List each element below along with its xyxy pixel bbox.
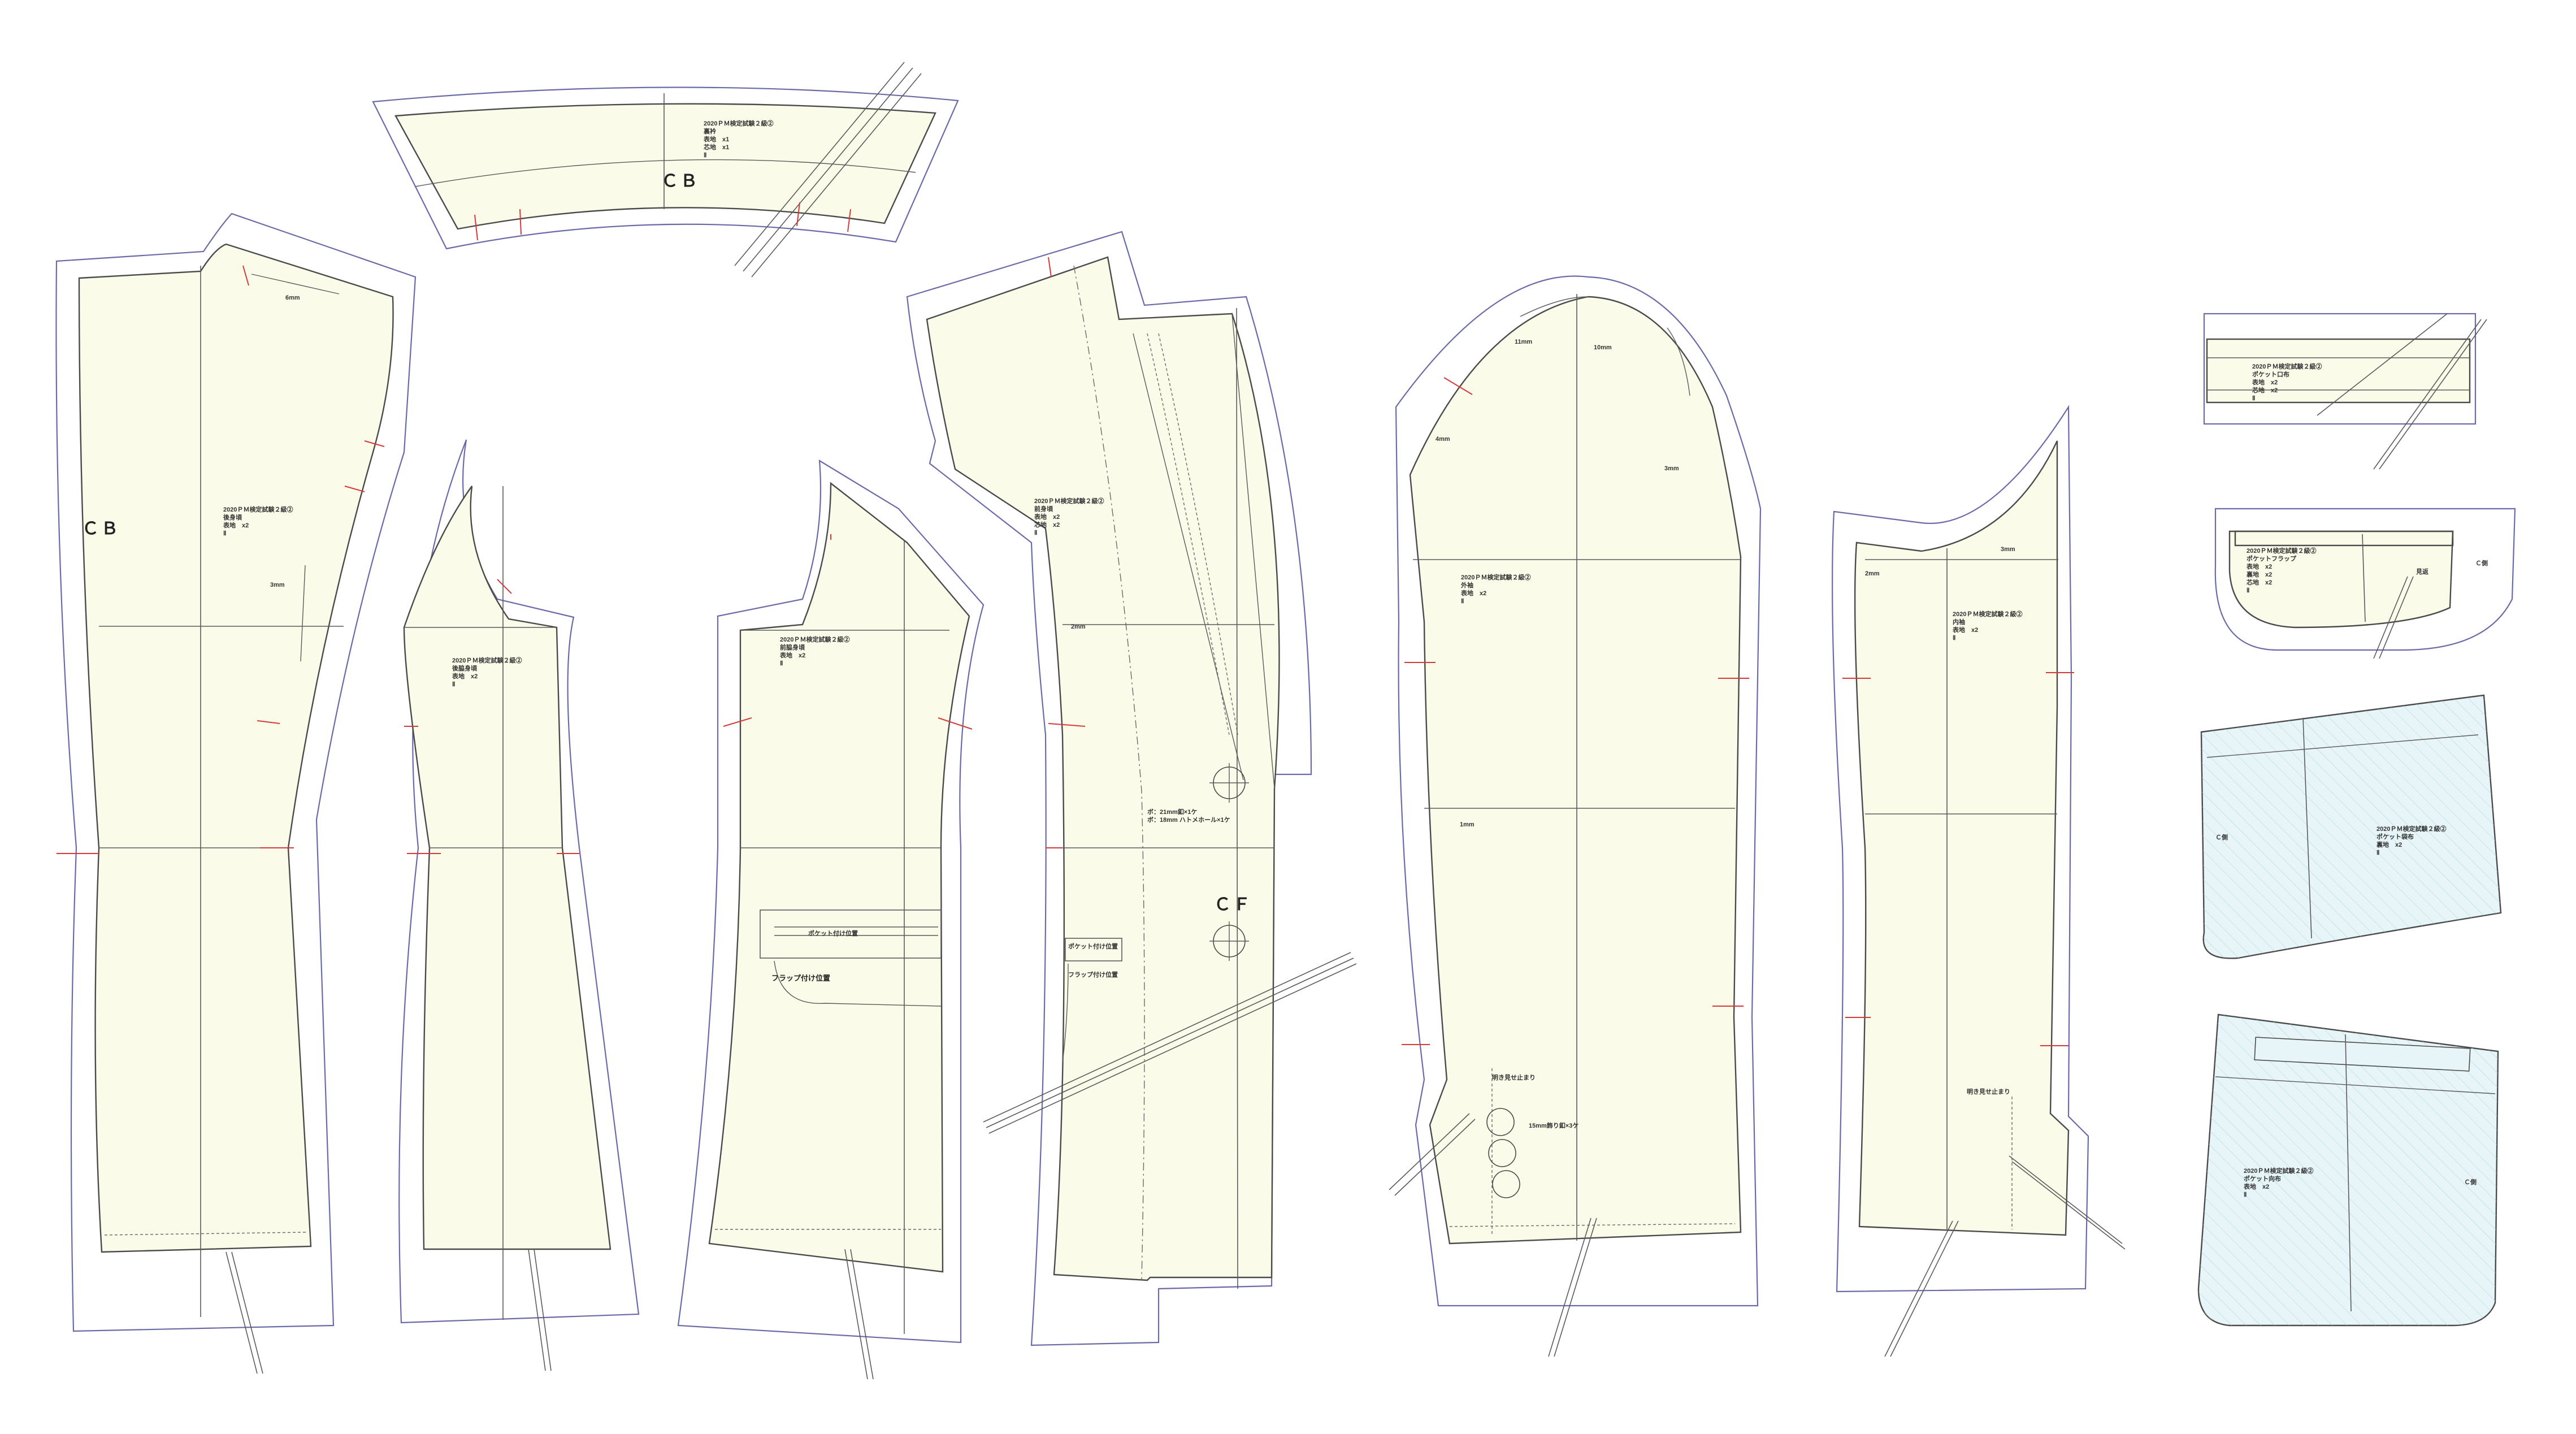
top-sleeve-dim-e: 1mm xyxy=(1460,821,1475,828)
front-body-mark: Ⅱ xyxy=(1034,530,1037,536)
under-sleeve-name: 内袖 xyxy=(1953,618,1965,626)
back-side-piece[interactable]: 2020ＰＭ検定試験２級② 後脇身頃 表地 x2 Ⅱ xyxy=(398,439,640,1371)
front-side-flap-pos: フラップ付け位置 xyxy=(771,974,830,982)
cb-marker: ＣＢ xyxy=(661,172,700,190)
front-body-button-note2: ボ：18mm ハトメホール×1ケ xyxy=(1147,816,1230,824)
pocket-flap-piece[interactable]: Ｃ側 見返 2020ＰＭ検定試験２級② ポケットフラップ 表地 x2 裏地 x2… xyxy=(2214,508,2516,659)
front-body-dim: 2mm xyxy=(1071,623,1086,630)
back-side-name: 後脇身頃 xyxy=(452,664,478,672)
pocket-welt-mark: Ⅱ xyxy=(2252,395,2255,402)
pocket-lining-name: ポケット袋布 xyxy=(2376,833,2414,841)
top-sleeve-dim-c: 4mm xyxy=(1436,436,1450,443)
under-sleeve-vent-note: 明き見せ止まり xyxy=(1967,1088,2010,1095)
under-sleeve-mark: Ⅱ xyxy=(1953,635,1955,642)
pocket-facing-piece[interactable]: Ｃ側 2020ＰＭ検定試験２級② ポケット向布 表地 x2 Ⅱ xyxy=(2197,1013,2499,1327)
cf-marker: ＣＦ xyxy=(1214,895,1252,914)
pocket-flap-line-1: 表地 x2 xyxy=(2246,562,2272,570)
pocket-flap-line-3: 芯地 x2 xyxy=(2247,578,2272,586)
back-body-dim: 3mm xyxy=(270,582,285,588)
under-sleeve-dim-b: 3mm xyxy=(2001,546,2015,553)
pocket-flap-mark: Ⅱ xyxy=(2247,587,2249,594)
top-sleeve-dim-d: 3mm xyxy=(1664,465,1679,472)
pocket-flap-name: ポケットフラップ xyxy=(2247,554,2297,562)
top-sleeve-name: 外袖 xyxy=(1460,581,1473,589)
back-body-piece[interactable]: ＣＢ 6mm 3mm 2020ＰＭ検定試験２級② 後身頃 表地 x2 Ⅱ xyxy=(55,213,417,1374)
pocket-lining-line-1: 裏地 x2 xyxy=(2376,841,2402,848)
front-body-name: 前身頃 xyxy=(1034,505,1053,513)
back-body-name: 後身頃 xyxy=(223,513,242,521)
pocket-flap-line-2: 裏地 x2 xyxy=(2246,570,2272,578)
collar-title: 2020ＰＭ検定試験２級② xyxy=(704,119,773,127)
back-body-dim2: 6mm xyxy=(285,294,300,301)
front-body-pocket-pos: ポケット付け位置 xyxy=(1068,942,1118,950)
under-sleeve-piece[interactable]: 2mm 3mm 明き見せ止まり 2020ＰＭ検定試験２級② 内袖 表地 x2 Ⅱ xyxy=(1832,405,2126,1357)
front-body-piece[interactable]: ＣＦ 2mm ボ：21mm釦×1ケ ボ：18mm ハトメホール×1ケ ポケット付… xyxy=(906,231,1357,1346)
pocket-flap-side: Ｃ側 xyxy=(2475,559,2488,567)
collar-line-1: 表地 x1 xyxy=(703,135,729,143)
front-side-mark: Ⅱ xyxy=(780,660,783,667)
pocket-welt-line-2: 芯地 x2 xyxy=(2252,386,2278,394)
pocket-welt-piece[interactable]: 2020ＰＭ検定試験２級② ポケット口布 表地 x2 芯地 x2 Ⅱ xyxy=(2203,313,2487,470)
pocket-facing-name: ポケット向布 xyxy=(2244,1175,2281,1182)
back-side-line-1: 表地 x2 xyxy=(452,672,478,680)
back-body-line-1: 表地 x2 xyxy=(223,521,249,529)
pocket-flap-note: 見返 xyxy=(2415,567,2428,575)
pocket-lining-piece[interactable]: Ｃ側 2020ＰＭ検定試験２級② ポケット袋布 裏地 x2 Ⅱ xyxy=(2200,694,2502,959)
top-sleeve-line-1: 表地 x2 xyxy=(1460,589,1486,597)
pocket-facing-mark: Ⅱ xyxy=(2244,1192,2247,1198)
pocket-welt-name: ポケット口布 xyxy=(2252,370,2289,378)
top-sleeve-dim-b: 10mm xyxy=(1594,344,1612,351)
under-sleeve-title: 2020ＰＭ検定試験２級② xyxy=(1953,610,2022,618)
top-sleeve-dim-a: 11mm xyxy=(1515,339,1532,345)
front-side-line-1: 表地 x2 xyxy=(779,651,805,659)
top-sleeve-piece[interactable]: 11mm 10mm 4mm 3mm 1mm 明き見せ止まり 15mm飾り釦×3ケ… xyxy=(1389,275,1762,1357)
front-side-title: 2020ＰＭ検定試験２級② xyxy=(780,635,849,643)
top-sleeve-button-note: 15mm飾り釦×3ケ xyxy=(1529,1121,1578,1129)
pocket-welt-line-1: 表地 x2 xyxy=(2252,378,2278,386)
pocket-flap-title: 2020ＰＭ検定試験２級② xyxy=(2247,547,2316,554)
front-side-pocket-pos: ポケット付け位置 xyxy=(808,929,858,937)
back-side-mark: Ⅱ xyxy=(452,681,455,688)
back-body-title: 2020ＰＭ検定試験２級② xyxy=(223,505,293,513)
front-body-line-2: 芯地 x2 xyxy=(1034,521,1060,528)
back-body-mark: Ⅱ xyxy=(223,530,226,537)
pocket-lining-side: Ｃ側 xyxy=(2215,833,2228,841)
front-body-line-1: 表地 x2 xyxy=(1034,513,1060,521)
cb-marker-back: ＣＢ xyxy=(82,519,120,538)
collar-name: 裏衿 xyxy=(703,127,716,135)
front-side-piece[interactable]: ポケット付け位置 フラップ付け位置 2020ＰＭ検定試験２級② 前脇身頃 表地 … xyxy=(677,459,985,1380)
back-side-title: 2020ＰＭ検定試験２級② xyxy=(452,656,522,664)
pocket-facing-title: 2020ＰＭ検定試験２級② xyxy=(2244,1167,2313,1175)
pocket-facing-side: Ｃ側 xyxy=(2464,1178,2477,1186)
pocket-lining-title: 2020ＰＭ検定試験２級② xyxy=(2376,825,2446,833)
pocket-welt-title: 2020ＰＭ検定試験２級② xyxy=(2252,362,2322,370)
pocket-lining-mark: Ⅱ xyxy=(2376,850,2379,856)
collar-line-2: 芯地 x1 xyxy=(704,143,729,151)
top-sleeve-vent-note: 明き見せ止まり xyxy=(1492,1073,1536,1081)
front-body-flap-pos: フラップ付け位置 xyxy=(1068,971,1118,978)
front-body-button-note1: ボ：21mm釦×1ケ xyxy=(1147,808,1197,816)
collar-mark: Ⅱ xyxy=(704,152,706,159)
top-sleeve-mark: Ⅱ xyxy=(1461,598,1464,605)
front-body-title: 2020ＰＭ検定試験２級② xyxy=(1034,497,1104,505)
collar-piece[interactable]: ＣＢ 2020ＰＭ検定試験２級② 裏衿 表地 x1 芯地 x1 Ⅱ xyxy=(372,62,959,278)
under-sleeve-line-1: 表地 x2 xyxy=(1952,626,1978,634)
under-sleeve-dim-a: 2mm xyxy=(1865,570,1880,577)
pocket-facing-line-1: 表地 x2 xyxy=(2243,1182,2269,1190)
front-side-name: 前脇身頃 xyxy=(780,643,805,651)
top-sleeve-title: 2020ＰＭ検定試験２級② xyxy=(1461,573,1530,581)
